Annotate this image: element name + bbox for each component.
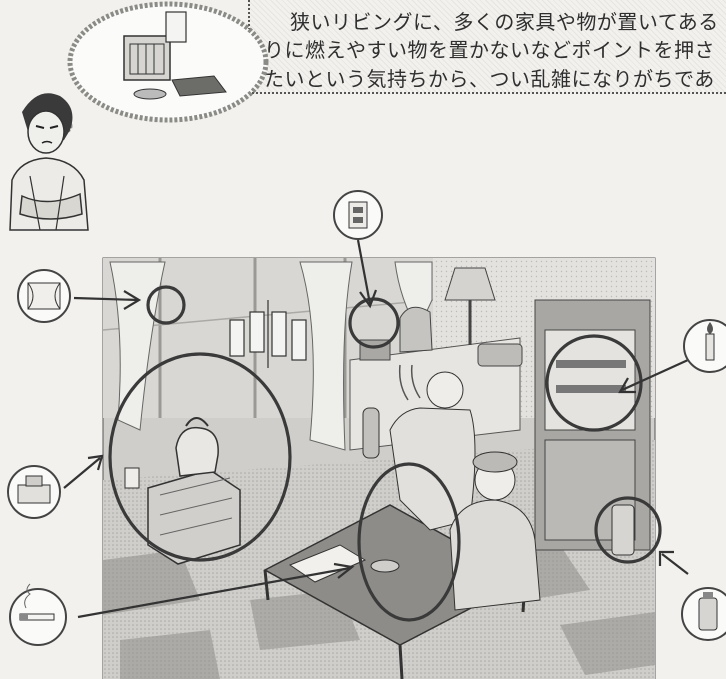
highlight-circle-curtain [146, 285, 186, 325]
thought-bubble-icon [40, 1, 269, 147]
pointer-arrows [63, 239, 689, 619]
spray-can-icon [681, 587, 726, 641]
highlight-circle-heater [108, 352, 292, 562]
woman-icon [9, 93, 89, 231]
text-line-1: 狭いリビングに、多くの家具や物が置いてある [290, 10, 719, 34]
curtain-icon [17, 269, 71, 323]
explanation-text-box: 狭いリビングに、多くの家具や物が置いてある りに燃えやすい物を置かないなどポイン… [248, 0, 726, 94]
highlight-circle-altar [545, 334, 643, 432]
outlet-icon [333, 190, 383, 240]
text-line-3: たいという気持ちから、つい乱雑になりがちであ [264, 67, 715, 91]
cigarette-icon [9, 583, 67, 646]
text-line-2: りに燃えやすい物を置かないなどポイントを押さ [264, 38, 715, 62]
highlight-circle-spray [594, 496, 662, 564]
living-room-scene [102, 257, 656, 679]
heater-icon [7, 465, 61, 519]
highlight-circles [108, 285, 662, 622]
highlight-circle-table [357, 462, 461, 622]
highlight-circle-outlet [348, 297, 400, 349]
candle-icon [683, 319, 726, 373]
